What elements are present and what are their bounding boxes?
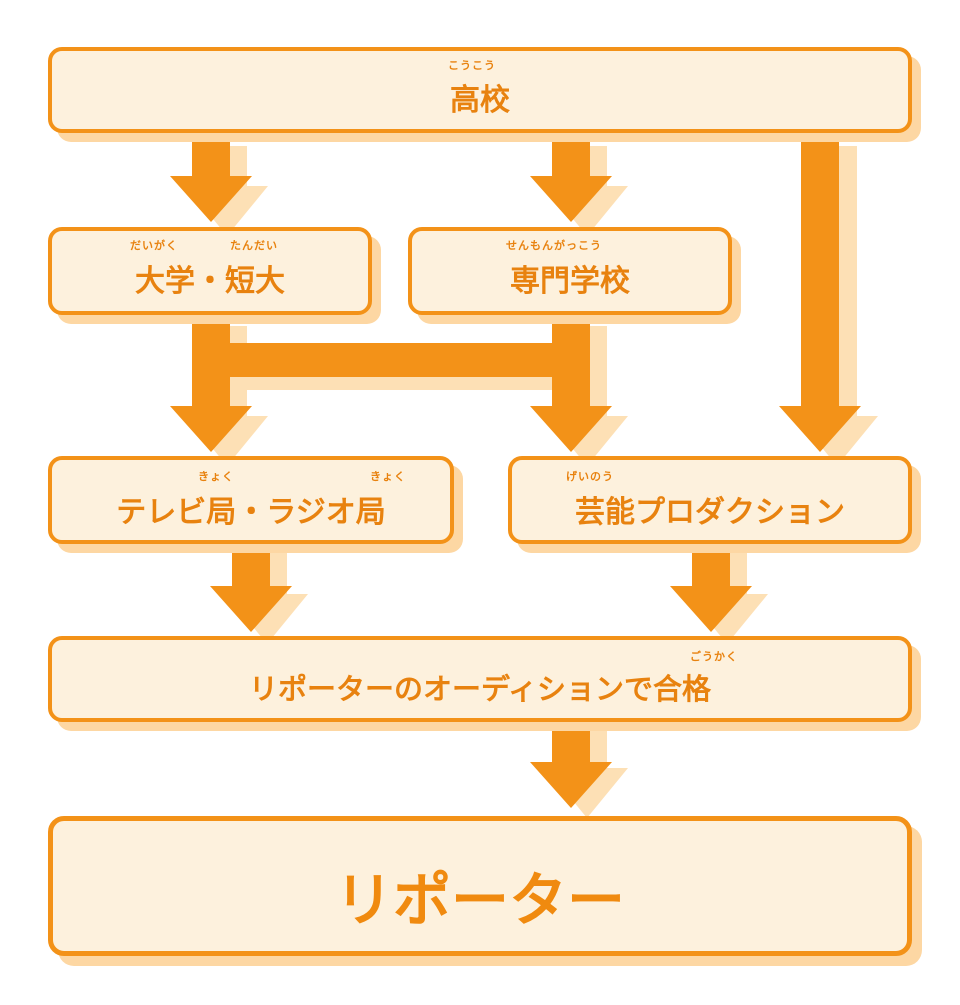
ruby-pass: ごうかく — [690, 650, 738, 663]
ruby-talent-agency: げいのう — [566, 470, 614, 483]
ruby-high-school: こうこう — [448, 59, 496, 72]
node-reporter: リポーター — [48, 816, 912, 956]
ruby-vocational-school: せんもんがっこう — [506, 239, 602, 252]
arrow-university-tvradio — [170, 316, 252, 452]
label-university: 大学・短大 — [135, 264, 285, 299]
arrows — [170, 134, 861, 808]
arrow-vocational-agency — [530, 316, 612, 452]
node-talent-agency: げいのう 芸能プロダクション — [508, 456, 912, 544]
node-audition: ごうかく リポーターのオーディションで合格 — [48, 636, 912, 722]
connector-bar — [230, 343, 552, 377]
label-reporter: リポーター — [334, 866, 625, 934]
ruby-university: だいがく — [130, 239, 178, 252]
label-talent-agency: 芸能プロダクション — [575, 495, 845, 530]
arrow-highschool-agency — [779, 134, 861, 452]
ruby-tv-station: きょく — [198, 470, 234, 483]
arrow-audition-reporter — [530, 718, 612, 808]
arrow-highschool-vocational — [530, 134, 612, 222]
label-high-school: 高校 — [450, 83, 510, 118]
node-vocational-school: せんもんがっこう 専門学校 — [408, 227, 732, 315]
label-audition: リポーターのオーディションで合格 — [249, 672, 711, 706]
ruby-radio-station: きょく — [370, 470, 406, 483]
arrow-highschool-university — [170, 134, 252, 222]
arrow-agency-audition — [670, 542, 752, 632]
arrow-tvradio-audition — [210, 542, 292, 632]
label-vocational-school: 専門学校 — [510, 264, 630, 299]
label-tv-radio: テレビ局・ラジオ局 — [116, 495, 386, 530]
node-university: だいがく たんだい 大学・短大 — [48, 227, 372, 315]
node-high-school: こうこう 高校 — [48, 47, 912, 133]
node-tv-radio: きょく きょく テレビ局・ラジオ局 — [48, 456, 454, 544]
ruby-junior-college: たんだい — [230, 239, 278, 252]
